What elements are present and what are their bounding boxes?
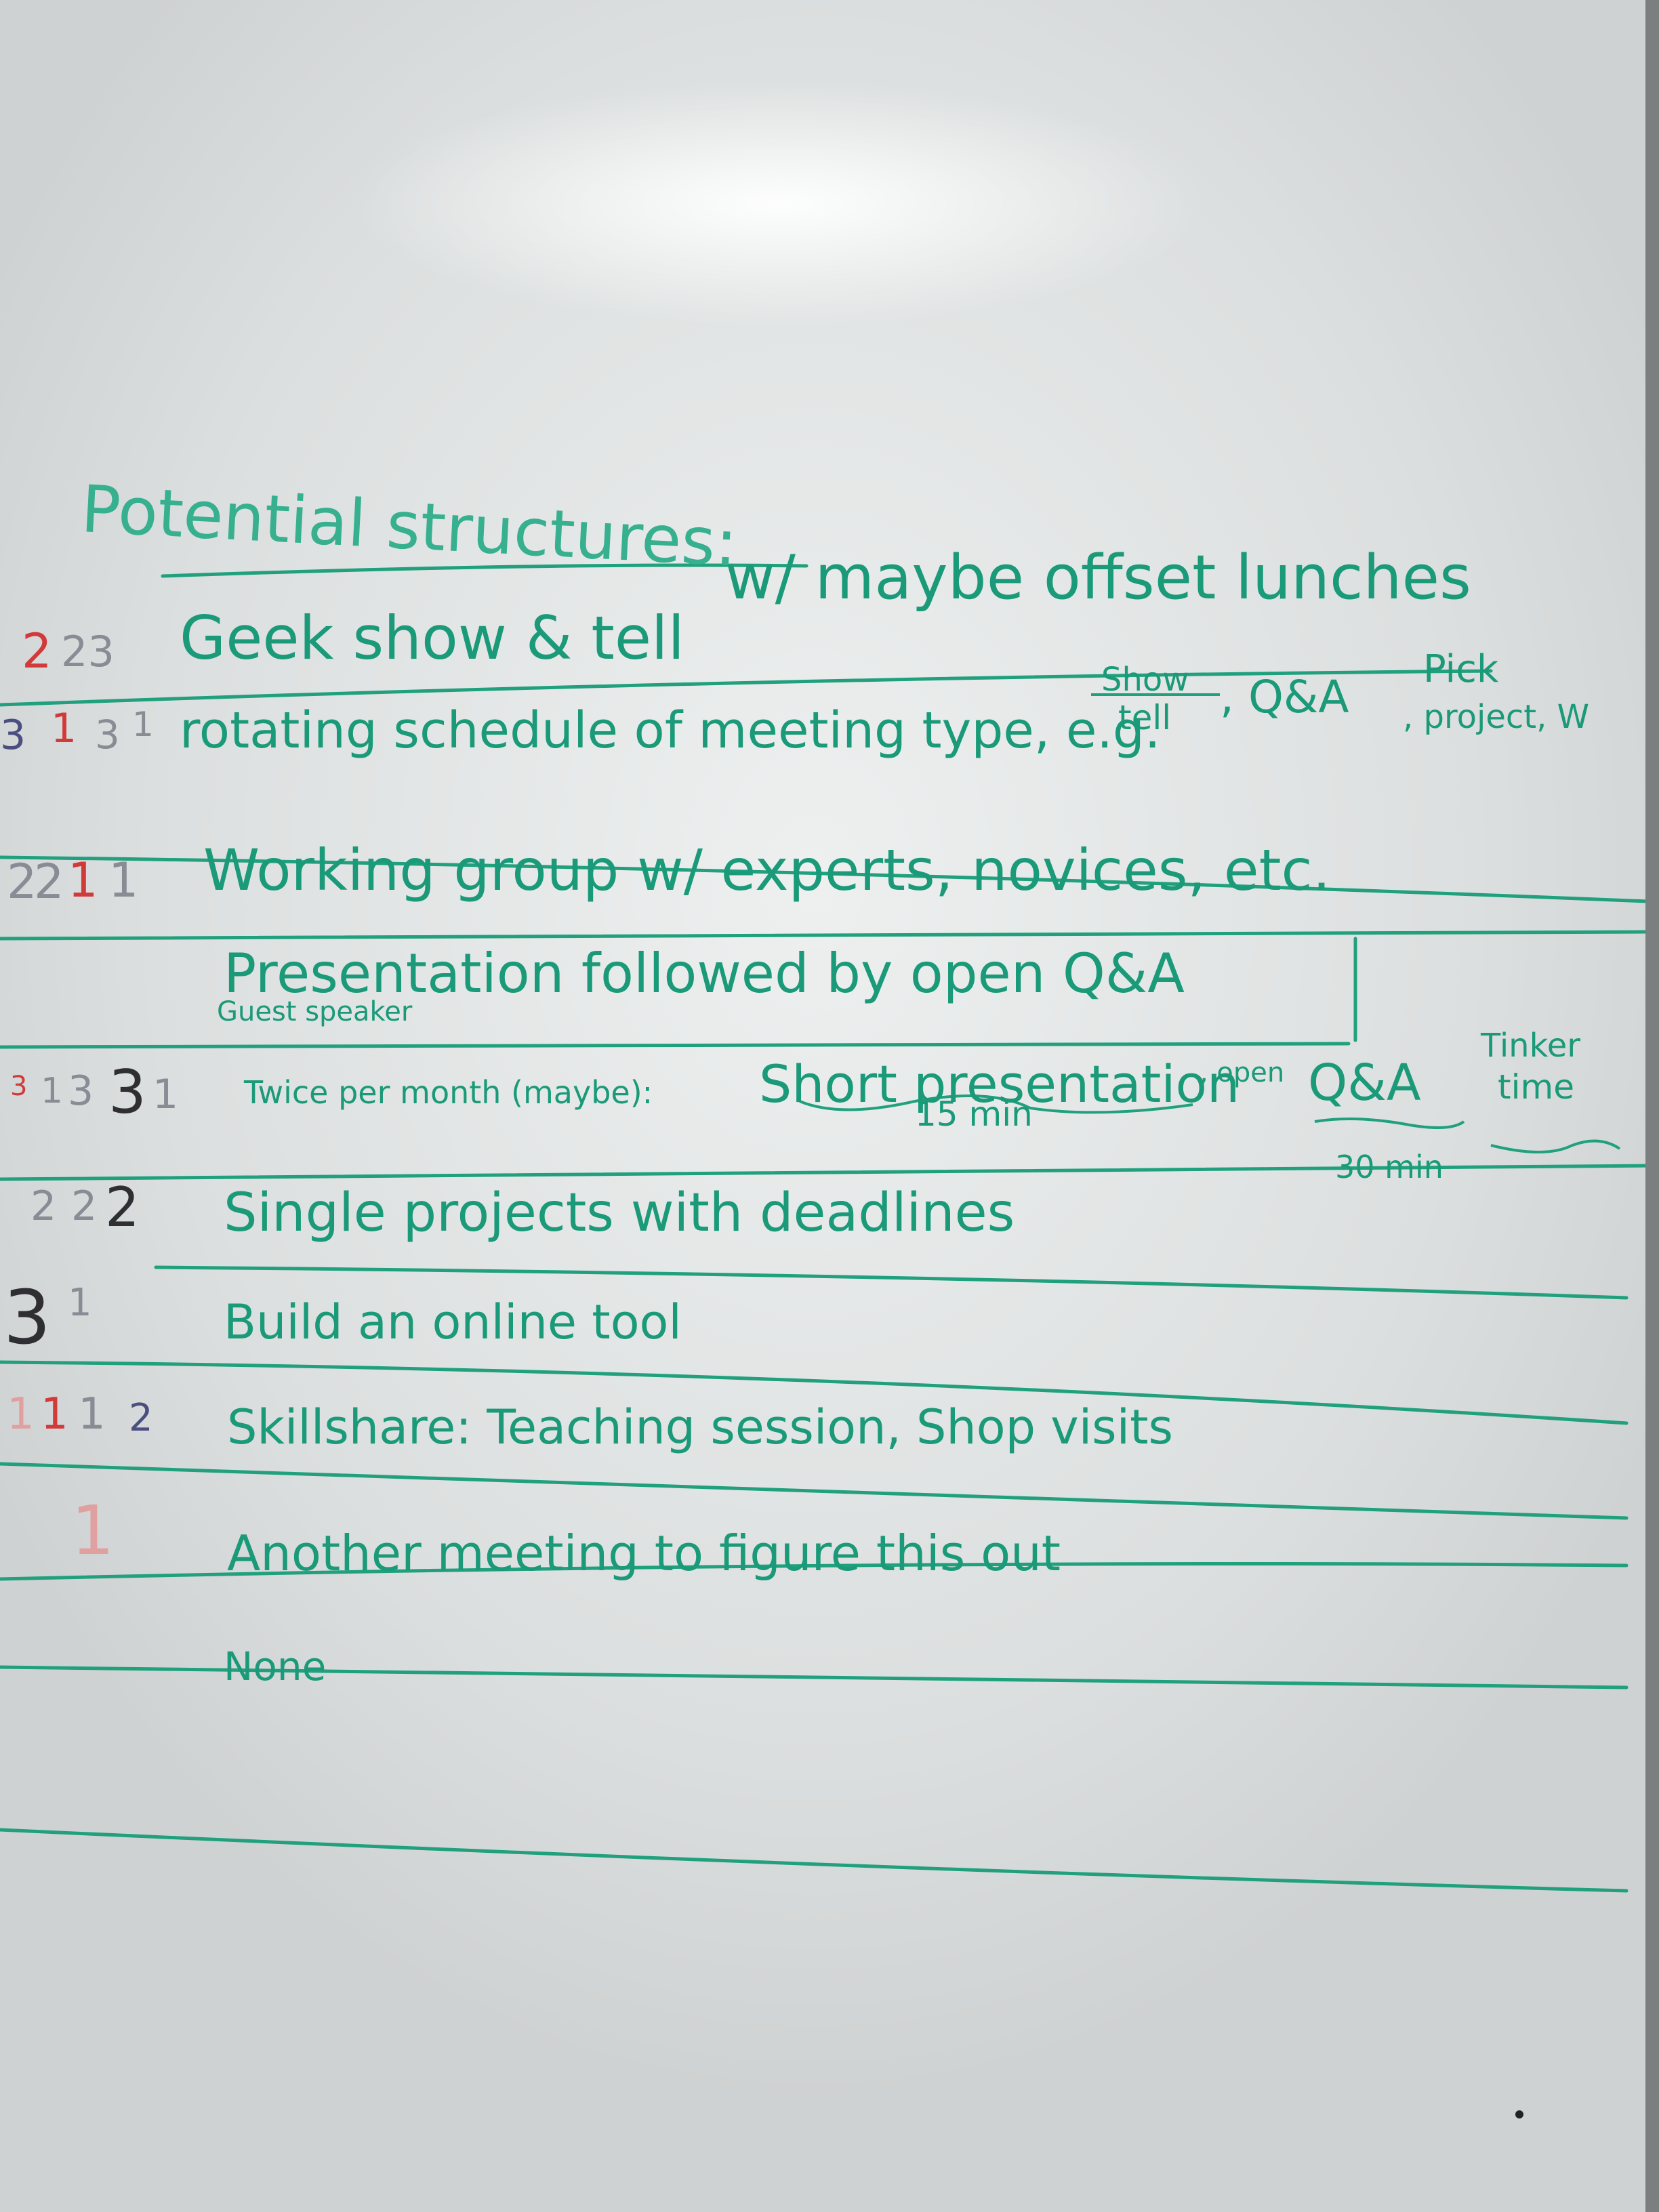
board-screw (1515, 2110, 1523, 2118)
row-divider (0, 930, 1649, 941)
score-mark: 3 (68, 1067, 94, 1115)
row-divider (0, 1665, 1629, 1689)
row-divider (0, 1462, 1629, 1520)
row-divider (154, 1265, 1629, 1300)
board-frame-edge (1645, 0, 1659, 2212)
item-part: Tinker (1481, 1027, 1580, 1065)
item-text: Another meeting to figure this out (227, 1525, 1061, 1582)
item-note: 30 min (1335, 1149, 1443, 1185)
score-mark: 1 (51, 705, 77, 752)
row-divider (0, 1164, 1656, 1181)
item-text: Skillshare: Teaching session, Shop visit… (227, 1399, 1174, 1455)
item-part: Short presentation (759, 1054, 1240, 1114)
score-mark: 3 (0, 712, 26, 759)
score-mark: 1 (41, 1071, 64, 1111)
item-text: Build an online tool (224, 1294, 682, 1350)
item-text: Single projects with deadlines (224, 1183, 1015, 1244)
score-mark: 1 (41, 1389, 68, 1439)
score-mark: 2 (30, 1183, 57, 1230)
score-mark: 3 (108, 1057, 146, 1127)
score-mark: 2 (105, 1176, 140, 1239)
score-mark: 2 (7, 854, 37, 909)
item-part: , open (1200, 1057, 1285, 1088)
item-note: 15 min (915, 1094, 1033, 1134)
item-part: time (1498, 1067, 1574, 1107)
score-mark: 1 (78, 1389, 106, 1439)
brace (1314, 1118, 1465, 1129)
row-divider (0, 669, 1493, 707)
score-mark: 1 (132, 705, 154, 744)
item-text: Working group w/ experts, novices, etc. (203, 837, 1331, 903)
row-divider (0, 1562, 1629, 1581)
score-mark: 3 (95, 712, 120, 758)
score-mark: 2 (34, 854, 64, 909)
item-text: Presentation followed by open Q&A (224, 942, 1185, 1005)
score-mark: 1 (108, 853, 139, 908)
frac-top: Show (1101, 661, 1189, 699)
score-mark: 1 (152, 1071, 179, 1118)
score-mark: 1 (71, 1491, 115, 1570)
item-part: Twice per month (maybe): (244, 1074, 653, 1111)
row-divider (0, 1360, 1629, 1425)
item-text: None (224, 1643, 327, 1689)
brace (799, 1094, 1193, 1114)
row-divider (0, 1828, 1629, 1893)
row-divider (0, 855, 1649, 903)
item-sub: Guest speaker (217, 996, 413, 1027)
heading-underline (161, 563, 808, 578)
score-mark: 1 (68, 853, 98, 908)
score-mark: 2 (22, 623, 52, 679)
frac-bottom: tell (1118, 698, 1172, 737)
item-qa: , Q&A (1220, 671, 1349, 723)
score-mark: 2 (71, 1183, 98, 1230)
score-mark: 3 (10, 1071, 28, 1102)
score-mark: 3 (3, 1274, 51, 1361)
item-pick: Pick (1423, 647, 1499, 691)
row-divider (0, 1042, 1351, 1049)
item-extra: w/ maybe offset lunches (725, 542, 1471, 613)
score-mark: 23 (61, 627, 115, 676)
brace (1490, 1139, 1621, 1153)
score-mark: 1 (7, 1389, 35, 1439)
item-text: Geek show & tell (180, 603, 684, 673)
item-pick-sub: , project, W (1403, 698, 1590, 736)
score-mark: 1 (68, 1281, 92, 1325)
score-mark: 2 (129, 1396, 153, 1440)
item-text: rotating schedule of meeting type, e.g. (180, 701, 1161, 760)
item-part: Q&A (1308, 1054, 1421, 1112)
